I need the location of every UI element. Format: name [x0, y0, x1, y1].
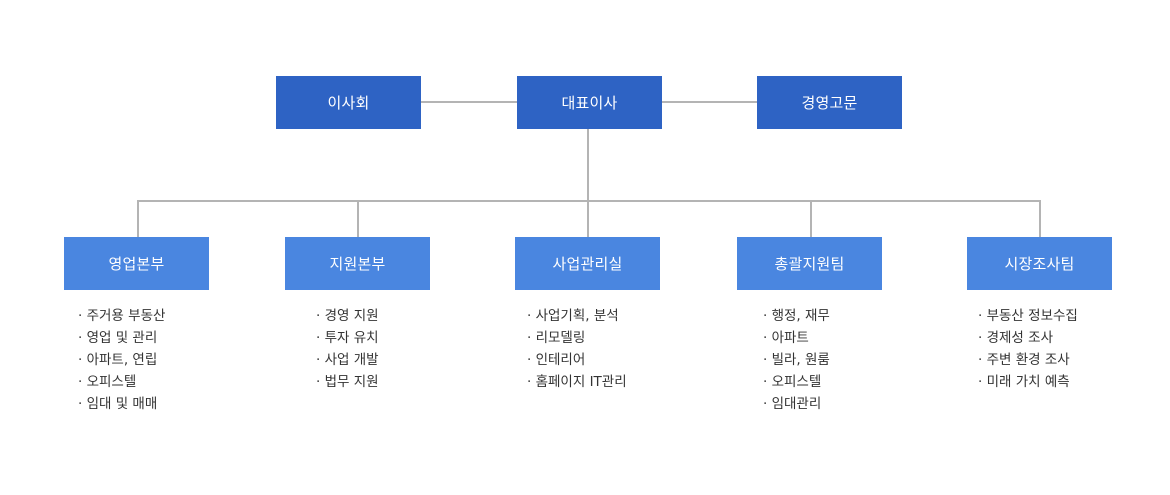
duty-list-business-mgmt: 사업기획, 분석 리모델링 인테리어 홈페이지 IT관리 — [527, 305, 627, 393]
dept-label: 시장조사팀 — [1004, 255, 1075, 273]
dept-box-market-research: 시장조사팀 — [967, 237, 1112, 290]
duty-item: 경영 지원 — [316, 305, 379, 327]
duty-item: 아파트, 연립 — [78, 349, 165, 371]
dept-box-support: 지원본부 — [285, 237, 430, 290]
duty-item: 법무 지원 — [316, 371, 379, 393]
dept-box-sales: 영업본부 — [64, 237, 209, 290]
duty-item: 임대관리 — [763, 393, 830, 415]
dept-box-business-mgmt: 사업관리실 — [515, 237, 660, 290]
dept-label: 총괄지원팀 — [774, 255, 845, 273]
duty-item: 빌라, 원룸 — [763, 349, 830, 371]
advisor-label: 경영고문 — [801, 94, 858, 112]
connector-board-ceo — [421, 101, 517, 103]
duty-item: 경제성 조사 — [978, 327, 1078, 349]
duty-item: 사업 개발 — [316, 349, 379, 371]
duty-list-market-research: 부동산 정보수집 경제성 조사 주변 환경 조사 미래 가치 예측 — [978, 305, 1078, 393]
duty-item: 부동산 정보수집 — [978, 305, 1078, 327]
dept-label: 지원본부 — [329, 255, 386, 273]
duty-list-sales: 주거용 부동산 영업 및 관리 아파트, 연립 오피스텔 임대 및 매매 — [78, 305, 166, 415]
dept-label: 사업관리실 — [552, 255, 623, 273]
duty-item: 오피스텔 — [78, 371, 165, 393]
dept-label: 영업본부 — [108, 255, 165, 273]
connector-ceo-advisor — [662, 101, 757, 103]
connector-horizontal-bus — [137, 200, 1041, 202]
connector-ceo-down — [587, 129, 589, 237]
duty-list-support: 경영 지원 투자 유치 사업 개발 법무 지원 — [316, 305, 379, 393]
board-label: 이사회 — [327, 94, 370, 112]
dept-box-general-support: 총괄지원팀 — [737, 237, 882, 290]
duty-item: 아파트 — [763, 327, 830, 349]
duty-item: 미래 가치 예측 — [978, 371, 1078, 393]
ceo-box: 대표이사 — [517, 76, 662, 129]
board-box: 이사회 — [276, 76, 421, 129]
duty-item: 사업기획, 분석 — [527, 305, 627, 327]
duty-item: 주변 환경 조사 — [978, 349, 1078, 371]
connector-drop-5 — [1039, 200, 1041, 237]
duty-item: 인테리어 — [527, 349, 627, 371]
duty-item: 홈페이지 IT관리 — [527, 371, 627, 393]
duty-item: 임대 및 매매 — [78, 393, 165, 415]
duty-item: 오피스텔 — [763, 371, 830, 393]
connector-drop-4 — [810, 200, 812, 237]
ceo-label: 대표이사 — [561, 94, 618, 112]
duty-item: 행정, 재무 — [763, 305, 830, 327]
connector-drop-2 — [357, 200, 359, 237]
duty-list-general-support: 행정, 재무 아파트 빌라, 원룸 오피스텔 임대관리 — [763, 305, 830, 415]
connector-drop-1 — [137, 200, 139, 237]
duty-item: 영업 및 관리 — [78, 327, 165, 349]
advisor-box: 경영고문 — [757, 76, 902, 129]
duty-item: 투자 유치 — [316, 327, 379, 349]
duty-item: 리모델링 — [527, 327, 627, 349]
duty-item: 주거용 부동산 — [78, 305, 166, 327]
